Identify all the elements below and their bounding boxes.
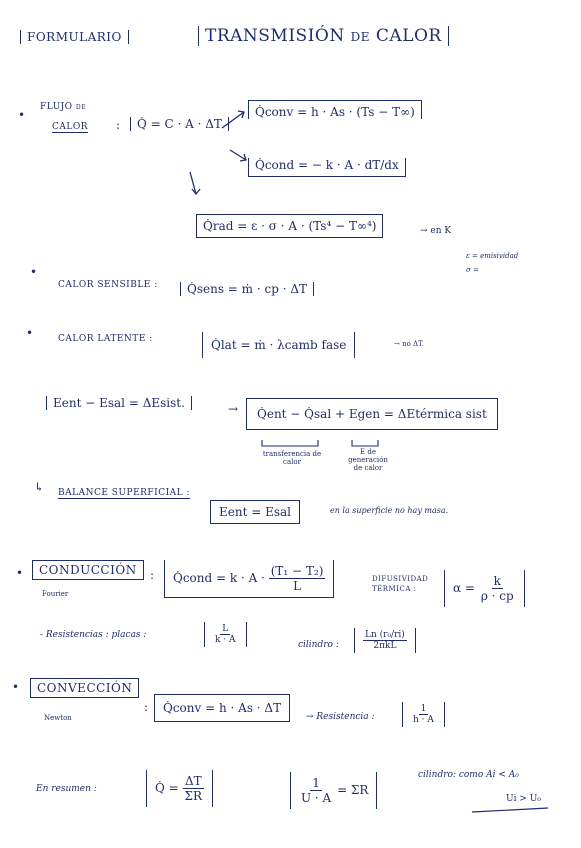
conduccion-colon: : [150, 568, 155, 582]
superficial-formula: Eent = Esal [210, 500, 301, 524]
resistencias-label: - Resistencias : placas : [40, 630, 147, 640]
sub-arrow: ↳ [34, 480, 45, 494]
sigma-note: σ = [466, 266, 479, 274]
bullet: • [16, 566, 24, 580]
cond-formula: Q̇cond = − k · A · dT/dx [248, 158, 406, 177]
ui-note: Ui > U₀ [506, 794, 541, 804]
conv-formula: Q̇conv = h · As · (Ts − T∞) [248, 100, 422, 119]
bullet: • [18, 108, 26, 122]
flujo-main-formula: Q̇ = C · A · ΔT [130, 117, 229, 131]
difusividad-label: DIFUSIVIDAD TÉRMICA : [372, 575, 429, 593]
latente-formula: Q̇lat = ṁ · λcamb fase [202, 332, 356, 358]
cilindro-label: cilindro : [298, 640, 339, 650]
conduccion-label: CONDUCCIÓN [32, 560, 144, 580]
flujo-label-2: CALOR [52, 122, 89, 133]
rad-formula: Q̇rad = ε · σ · A · (Ts⁴ − T∞⁴) [196, 214, 384, 238]
conveccion-label: CONVECCIÓN [30, 678, 140, 698]
sensible-label: CALOR SENSIBLE : [58, 280, 158, 290]
page-title: TRANSMISIÓN de CALOR [198, 26, 449, 46]
sensible-formula: Q̇sens = ṁ · cp · ΔT [180, 282, 315, 296]
flujo-colon: : [116, 118, 121, 132]
conveccion-sub: Newton [44, 714, 72, 722]
cilindro-note: cilindro: como Ai < A₀ [418, 770, 519, 780]
eps-note: ε = emisividad [466, 252, 519, 260]
balance-arrow: → [228, 402, 239, 416]
conveccion-colon: : [144, 700, 149, 714]
latente-label: CALOR LATENTE : [58, 334, 153, 344]
rad-note: → en K [420, 226, 452, 236]
latente-note: → no ΔT. [394, 340, 424, 348]
formulario-tag: FORMULARIO [20, 30, 129, 44]
flujo-label-1: FLUJO de [40, 102, 87, 112]
conduccion-formula: Q̇cond = k · A · (T₁ − T₂)L [164, 560, 335, 598]
superficial-label: BALANCE SUPERFICIAL : [58, 488, 191, 499]
superficial-note: en la superficie no hay masa. [330, 506, 449, 515]
balance-note-transfer: transferencia de calor [262, 450, 322, 466]
balance-left: Eent − Esal = ΔEsist. [46, 396, 192, 410]
balance-note-gen: E de generación de calor [348, 448, 388, 472]
conveccion-resistencia-label: → Resistencia : [306, 712, 375, 722]
bullet: • [12, 680, 20, 694]
conveccion-formula: Q̇conv = h · As · ΔT [154, 694, 291, 722]
conduccion-sub: Fourier [42, 590, 69, 598]
bullet: • [30, 265, 38, 279]
cilindro-resistance: Ln (r₀/ri)2πkL [354, 628, 416, 653]
resumen-label: En resumen : [36, 784, 97, 794]
bullet: • [26, 326, 34, 340]
balance-right: Q̇ent − Q̇sal + Egen = ΔEtérmica sist [246, 398, 498, 430]
